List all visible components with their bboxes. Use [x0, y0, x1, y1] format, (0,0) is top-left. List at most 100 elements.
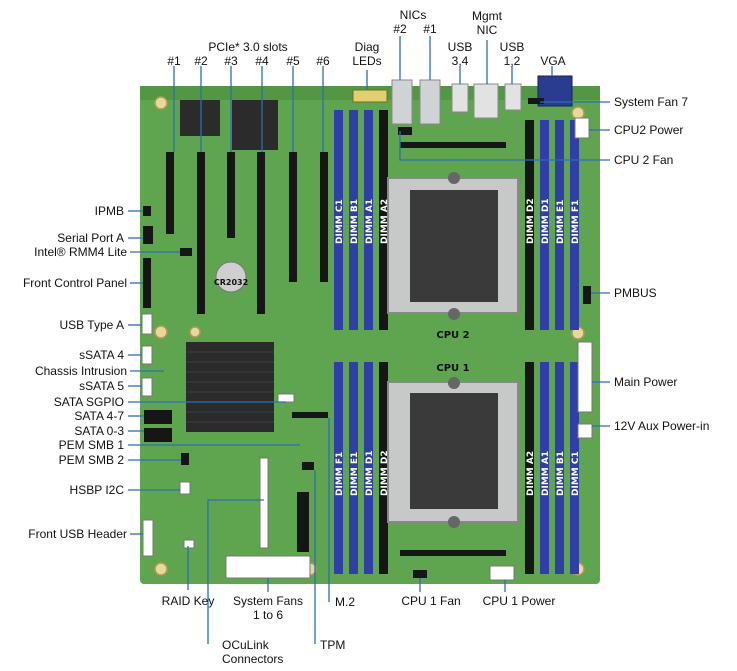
cpu2-fan-connector [398, 127, 412, 135]
cpu2-power-connector [574, 117, 590, 139]
rmm4-connector [180, 248, 192, 256]
dimm-label: DIMM A2 [526, 451, 536, 496]
raid-key-connector [183, 539, 195, 549]
pcie-slot-2 [197, 152, 205, 314]
white-connectors [141, 117, 593, 581]
diag-leds-label: Diag LEDs [352, 40, 382, 68]
mgmt-nic-connector [473, 83, 499, 119]
mgmt-nic-label: Mgmt NIC [472, 9, 502, 37]
hsbp-label: HSBP I2C [69, 483, 124, 497]
usb34-label: USB 3,4 [447, 40, 473, 68]
pcie-slot-number: #4 [255, 54, 269, 68]
system-fans-label: System Fans 1 to 6 [232, 594, 304, 622]
dimm-slots-cpu2-left [334, 110, 388, 330]
sata03-label: SATA 0-3 [74, 424, 124, 438]
pmbus-label: PMBUS [614, 286, 657, 300]
ssata4-connector [141, 345, 153, 365]
main-power-connector [577, 341, 593, 413]
system-fan-7-connector [528, 98, 544, 104]
dimm-slots-cpu1-left [334, 362, 388, 574]
ssata5-label: sSATA 5 [79, 379, 124, 393]
sata47-label: SATA 4-7 [74, 409, 124, 423]
sata-sgpio-connector [277, 393, 295, 403]
cmos-battery [215, 261, 247, 293]
nic-number: #2 [393, 22, 407, 36]
battery-label: CR2032 [214, 278, 248, 287]
pcie-slot-number: #2 [194, 54, 208, 68]
dimm-labels: DIMM C1 DIMM B1 DIMM A1 DIMM A2 DIMM D2 … [335, 198, 581, 496]
pem-smb2-connector [181, 453, 189, 465]
dimm-label: DIMM A1 [365, 199, 375, 244]
ssata5-connector [141, 377, 153, 397]
usb12-label: USB 1,2 [499, 40, 525, 68]
usb-type-a-connector [141, 313, 153, 335]
cpu2-power-label: CPU2 Power [614, 123, 684, 137]
callout-lines [128, 36, 610, 644]
cpu1-socket [387, 377, 519, 528]
pem-smb2-label: PEM SMB 2 [58, 453, 124, 467]
cpu1-fan-connector [413, 570, 427, 578]
cpu1-label: CPU 1 [436, 363, 469, 374]
chassis-intrusion-label: Chassis Intrusion [34, 364, 127, 378]
front-usb-header [142, 519, 154, 557]
usb12-connector [504, 83, 522, 111]
dimm-label: DIMM D2 [380, 450, 390, 496]
pcie-slot-number: #1 [167, 54, 181, 68]
dimm-label: DIMM B1 [556, 451, 566, 496]
pch-heatsink-small [232, 100, 278, 150]
dimm-label: DIMM E1 [556, 200, 566, 244]
pcie-title: PCIe* 3.0 slots [208, 40, 288, 54]
dimm-label: DIMM C1 [335, 199, 345, 244]
front-usb-label: Front USB Header [28, 527, 127, 541]
pcie-slot-6 [320, 152, 328, 282]
dimm-label: DIMM E1 [350, 452, 360, 496]
nic-number: #1 [423, 22, 437, 36]
sata-sgpio-label: SATA SGPIO [53, 395, 124, 409]
pmbus-connector [583, 286, 591, 304]
serial-port-label: Serial Port A [57, 231, 124, 245]
connectors [143, 98, 591, 578]
cpu2-slot-strip [400, 142, 506, 148]
dimm-label: DIMM D1 [365, 450, 375, 496]
hsbp-connector [179, 481, 191, 495]
pcie-slot-number: #6 [316, 54, 330, 68]
rmm4-label: Intel® RMM4 Lite [34, 245, 127, 259]
dimm-label: DIMM B1 [350, 199, 360, 244]
pcie-slot-number: #3 [224, 54, 238, 68]
serial-port-connector [143, 226, 153, 244]
oculink-connector-1 [259, 457, 269, 549]
pcie-slot-5 [289, 152, 297, 282]
usb-type-a-label: USB Type A [59, 318, 124, 332]
nic2-connector [391, 79, 413, 125]
front-panel-label: Front Control Panel [22, 276, 127, 290]
pcie-slot-4 [257, 152, 265, 314]
rear-io [352, 75, 573, 125]
pcie-slot-3 [227, 152, 235, 238]
dimm-label: DIMM A1 [541, 451, 551, 496]
sata03-connector [144, 428, 172, 442]
front-panel-connector [143, 258, 151, 308]
dimm-slots-cpu2-right [525, 120, 579, 330]
raid-key-label: RAID Key [161, 594, 215, 608]
dimm-slots-cpu1-right [525, 362, 579, 574]
pem-smb1-label: PEM SMB 1 [58, 438, 124, 452]
main-power-label: Main Power [614, 375, 678, 389]
riser-block [180, 100, 220, 136]
cpu2-fan-label: CPU 2 Fan [614, 153, 674, 167]
aux-power-label: 12V Aux Power-in [614, 419, 710, 433]
diag-leds [352, 89, 388, 103]
ssata4-label: sSATA 4 [79, 348, 124, 362]
m2-connector [292, 412, 328, 418]
cpu1-power-connector [489, 565, 515, 581]
cpu1-fan-label: CPU 1 Fan [401, 594, 461, 608]
dimm-label: DIMM F1 [335, 452, 345, 496]
pcie-slots [166, 152, 328, 314]
sata47-connector [144, 410, 172, 424]
ipmb-connector [143, 206, 151, 216]
m2-label: M.2 [335, 595, 356, 609]
dimm-label: DIMM D2 [526, 198, 536, 244]
cpu2-label: CPU 2 [436, 330, 469, 341]
system-fans-connectors [225, 555, 311, 579]
cpu2-socket [387, 172, 519, 320]
